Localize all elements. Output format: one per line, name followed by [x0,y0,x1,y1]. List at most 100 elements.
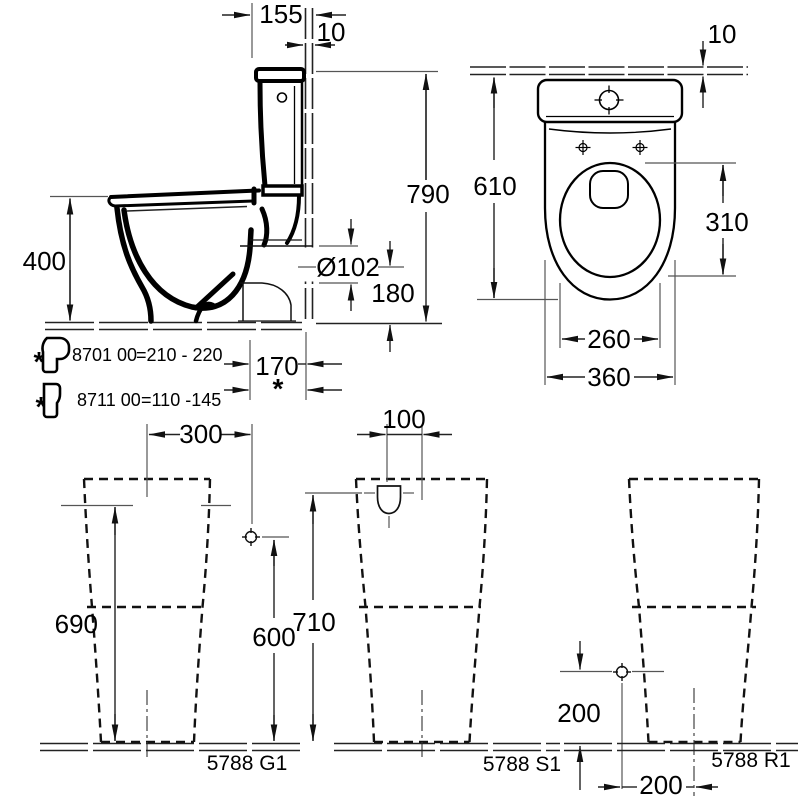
dim-supply-height-200: 200 [557,641,612,790]
dim-label-260: 260 [587,324,630,354]
dim-label-790: 790 [406,179,449,209]
dim-outlet-depth-170: 170 * [224,332,342,404]
bowl-basin [121,207,254,311]
seat-fixing-hole [632,140,648,155]
bowl-opening [558,161,662,279]
dim-supply-height-600: 600 [252,536,296,741]
dim-inlet-offset-100: 100 [357,404,452,500]
outline-right [468,478,489,743]
trap-weir [193,271,236,311]
dim-label-610: 610 [473,171,516,201]
dim-label-300: 300 [179,419,222,449]
outlet-assembly [238,239,404,322]
asterisk: * [34,346,45,377]
dim-seat-260: 260 [559,283,661,354]
dim-label-10: 10 [708,19,737,49]
supply-target [615,665,629,679]
dim-supply-offset-200: 200 [598,770,718,800]
pan-rear-outline [627,477,761,744]
seat-bottom [113,199,255,208]
cistern-plan [536,78,684,124]
rim-line [126,205,248,212]
dim-label-100: 100 [382,404,425,434]
floor-section [45,321,302,331]
outline-left [627,478,650,743]
dim-label-102: Ø102 [316,252,380,282]
rear-view-s1: 100 710 5788 S1 [292,404,561,776]
dim-label-variable: * [273,373,284,404]
dim-outlet-diameter-102: Ø102 [316,219,380,311]
bowl-back-outer [285,194,301,245]
connector-legend: * 8701 00 =210 - 220 * 8711 00 =110 -145 [34,336,223,422]
supply-target [244,530,258,544]
dim-label-710: 710 [292,607,335,637]
dim-opening-310: 310 [645,162,749,277]
dim-label-180: 180 [371,278,414,308]
toilet-pan-side [107,186,301,324]
asterisk: * [36,391,47,422]
connector-range: =210 - 220 [136,345,223,365]
connector-code: 8711 00 [77,390,141,410]
dim-label-155: 155 [259,0,302,29]
connector-elbow-icon [41,336,71,374]
flush-distributor [589,170,629,209]
connector-code: 8701 00 [72,345,137,365]
seat-top [109,188,261,199]
flush-button-side [276,92,288,103]
dim-label-170: 170 [255,351,298,381]
model-label-r1: 5788 R1 [711,749,790,772]
dim-label-200h: 200 [639,770,682,800]
model-label-s1: 5788 S1 [483,753,561,776]
pan-plan [543,122,677,301]
flush-button-ticks [594,85,624,115]
side-view: 155 10 790 400 [23,0,450,422]
wall-plan [470,66,748,76]
inlet-outline [376,485,402,515]
dim-wall-10: 10 [285,17,346,49]
water-supply-point [613,663,631,681]
dim-label-690: 690 [55,609,98,639]
elbow-outer [261,282,292,321]
cistern-base [261,184,304,197]
outline-left [354,478,376,743]
outline-right [192,478,212,743]
dim-setback-155: 155 [222,0,346,58]
model-label-g1: 5788 G1 [207,752,288,775]
dim-outlet-height-180: 180 [371,241,415,352]
dim-label-400: 400 [23,246,66,276]
dim-label-310: 310 [705,207,748,237]
floor-section [334,742,560,752]
dim-height-690: 690 [55,507,119,741]
seat-nose [107,195,117,208]
wall-pipe-opening [301,247,317,282]
water-supply-point [242,528,260,546]
rear-view-r1: 200 200 5788 R1 [557,477,798,800]
pan-outline [543,122,677,301]
bowl-front-profile [114,205,154,324]
dim-supply-offset-300: 300 [146,419,253,524]
dim-depth-610: 610 [473,77,558,301]
floor-section [564,742,798,752]
floor-section [40,742,302,752]
dim-label-10: 10 [317,17,346,47]
seat-fixing-hole [575,140,591,155]
dim-inlet-height-710: 710 [292,492,362,741]
seat-back-edge [548,128,672,134]
connector-range: =110 -145 [141,390,221,410]
cistern-side [254,67,306,197]
dim-label-600: 600 [252,622,295,652]
dim-wall-10-plan: 10 [699,19,737,108]
water-inlet [364,485,414,528]
top-view: 10 [470,19,749,392]
dim-label-200v: 200 [557,698,600,728]
outline-right [739,478,761,743]
rear-view-g1: 300 600 690 5788 G1 [40,419,302,775]
pan-rear-outline [82,477,212,744]
cistern-front [257,80,268,189]
dim-height-790: 790 [316,70,450,322]
bowl-back-upper [259,206,270,248]
flush-button-plan [598,89,620,111]
dim-label-360: 360 [587,362,630,392]
